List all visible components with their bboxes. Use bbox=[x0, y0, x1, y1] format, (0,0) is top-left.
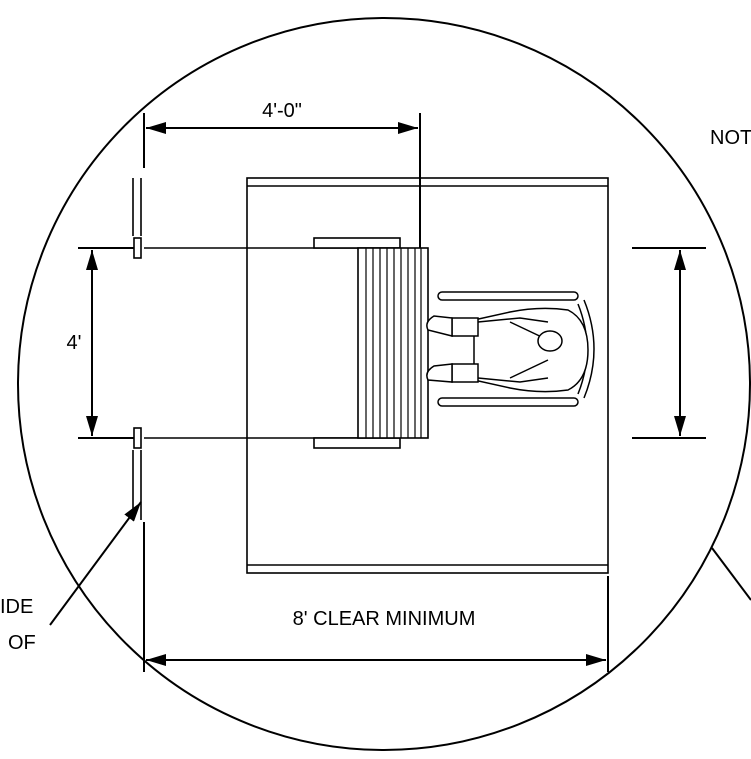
dimension-bottom-label: 8' CLEAR MINIMUM bbox=[293, 608, 476, 630]
note-partial-right: NOT bbox=[710, 127, 751, 149]
note-partial-left-2: OF bbox=[8, 632, 36, 654]
dimension-left bbox=[78, 247, 134, 439]
detail-circle bbox=[17, 17, 751, 751]
note-partial-left-1: IDE bbox=[0, 596, 33, 618]
dimension-right bbox=[632, 247, 706, 439]
dimension-top bbox=[143, 113, 421, 248]
dimension-bottom bbox=[143, 522, 609, 672]
dimension-left-label: 4' bbox=[67, 332, 82, 354]
wheelchair-user-figure bbox=[426, 291, 595, 407]
dimension-top-label: 4'-0" bbox=[262, 100, 302, 122]
lift-platform bbox=[313, 237, 429, 449]
landing-platform bbox=[246, 177, 609, 574]
ramp bbox=[144, 247, 358, 439]
leader-arrow-left bbox=[49, 501, 142, 626]
leader-line-right bbox=[711, 547, 751, 601]
door-jambs bbox=[132, 178, 142, 520]
